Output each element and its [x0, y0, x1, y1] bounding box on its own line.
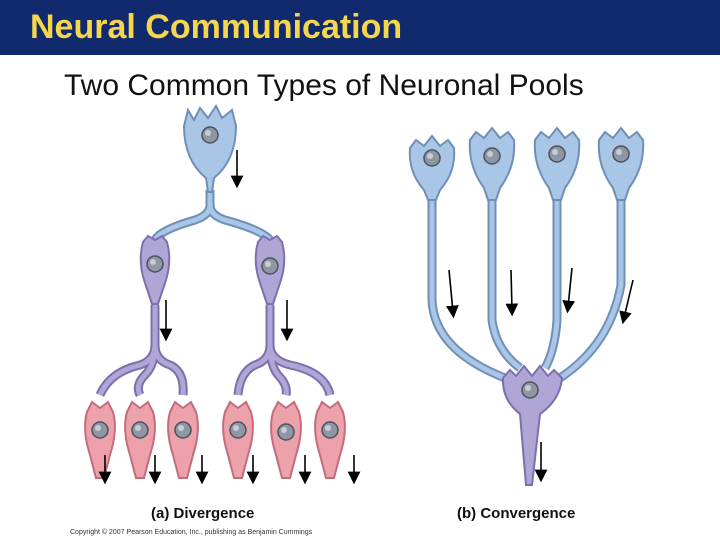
- convergence-caption: (b) Convergence: [457, 505, 576, 522]
- convergence-neuron-blue-1: [408, 134, 456, 201]
- divergence-neuron-purple-left: [139, 234, 171, 305]
- convergence-target-neuron: [501, 364, 564, 486]
- arrow-icon: [562, 267, 576, 314]
- convergence-neuron-blue-3: [533, 126, 581, 201]
- slide-subtitle: Two Common Types of Neuronal Pools: [64, 69, 584, 102]
- divergence-arrows: [98, 150, 361, 485]
- divergence-caption: (a) Divergence: [151, 505, 255, 522]
- pink-neuron-1: [84, 400, 116, 479]
- pink-neuron-5: [270, 400, 302, 479]
- pink-neuron-3: [167, 400, 199, 479]
- convergence-neuron-blue-2: [468, 126, 516, 201]
- divergence-axons-level1: [150, 190, 274, 244]
- slide-title: Neural Communication: [30, 8, 403, 46]
- divergence-neuron-purple-right: [254, 234, 286, 305]
- convergence-diagram: [408, 126, 645, 486]
- copyright-notice: Copyright © 2007 Pearson Education, Inc.…: [70, 529, 313, 536]
- convergence-axons: [427, 195, 626, 383]
- divergence-source-neuron: [182, 104, 238, 193]
- divergence-diagram: [84, 104, 361, 485]
- pink-neuron-4: [222, 400, 254, 479]
- convergence-neuron-blue-4: [597, 126, 645, 201]
- divergence-axons-level2: [95, 305, 335, 398]
- title-bar: [0, 0, 720, 55]
- arrow-icon: [619, 279, 634, 325]
- pink-neuron-2: [124, 400, 156, 479]
- pink-neuron-6: [314, 400, 346, 479]
- arrow-icon: [505, 269, 519, 317]
- divergence-neurons-pink: [84, 400, 346, 479]
- arrow-icon: [446, 269, 459, 319]
- convergence-arrows: [446, 267, 634, 483]
